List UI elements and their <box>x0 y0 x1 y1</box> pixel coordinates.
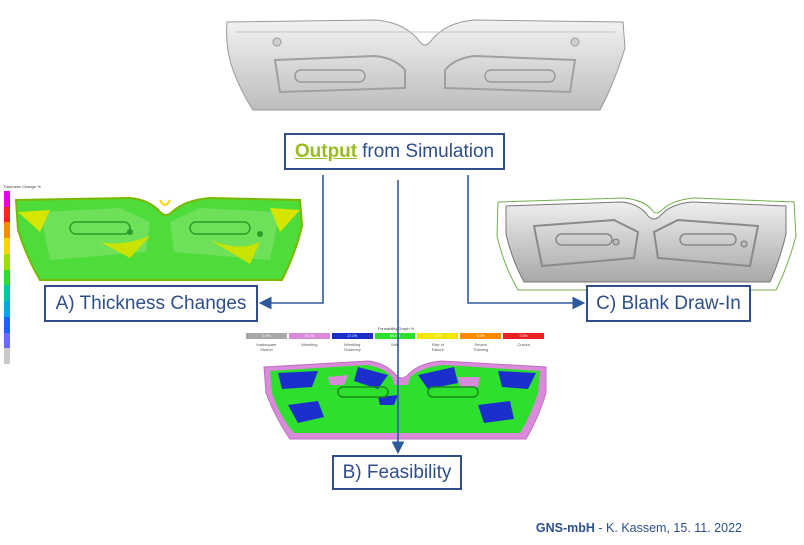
blank-draw-in-label: C) Blank Draw-In <box>596 292 741 314</box>
legend-swatch: 17.1% <box>331 333 373 339</box>
thickness-changes-box: A) Thickness Changes <box>44 285 258 322</box>
colorbar-segment <box>4 222 10 239</box>
thickness-colorbar <box>4 191 10 364</box>
colorbar-segment <box>4 269 10 286</box>
feasibility-legend-title: Formability Graph % <box>377 326 415 331</box>
feasibility-legend: Formability Graph % 0.0% Inadequate Stret… <box>246 326 546 352</box>
legend-swatch: 0.0% <box>246 333 287 339</box>
colorbar-segment <box>4 332 10 349</box>
feasibility-label: B) Feasibility <box>342 461 452 483</box>
feasibility-render <box>263 360 547 440</box>
legend-swatch: 0.0% <box>460 333 502 339</box>
footer-org: GNS-mbH <box>535 521 595 535</box>
colorbar-segment <box>4 191 10 207</box>
colorbar-segment <box>4 285 10 302</box>
legend-label: Severe Thinning <box>473 342 489 352</box>
feasibility-box: B) Feasibility <box>332 455 462 490</box>
legend-label: Wrinkling <box>301 342 318 347</box>
footer-rest: - K. Kassem, 15. 11. 2022 <box>594 521 742 535</box>
legend-swatch: 0.0% <box>417 333 459 339</box>
thickness-colorbar-title: Thickness Change % <box>3 184 41 189</box>
legend-label: Inadequate Stretch <box>256 342 277 352</box>
legend-label: Risk of Failure <box>431 342 444 352</box>
colorbar-segment <box>4 206 10 223</box>
legend-swatch: 59.6% <box>374 333 416 339</box>
legend-label: Safe <box>390 342 400 347</box>
colorbar-segment <box>4 238 10 254</box>
thickness-changes-label: A) Thickness Changes <box>55 292 247 314</box>
colorbar-segment <box>4 253 10 270</box>
colorbar-segment <box>4 316 10 333</box>
colorbar-segment <box>4 348 10 364</box>
blank-draw-in-render <box>496 197 797 291</box>
part-output-render <box>226 19 626 111</box>
output-rest-label: from Simulation <box>362 140 495 162</box>
legend-label: Wrinkling Tendency <box>343 342 361 352</box>
legend-swatch: 0.0% <box>503 333 544 339</box>
blank-draw-in-box: C) Blank Draw-In <box>586 285 751 322</box>
output-accent-label: Output <box>294 140 358 162</box>
colorbar-segment <box>4 301 10 317</box>
legend-label: Cracks <box>517 342 530 347</box>
footer-credit: GNS-mbH - K. Kassem, 15. 11. 2022 <box>536 521 742 535</box>
output-from-simulation-box: Output from Simulation <box>284 133 505 170</box>
legend-swatch: 23.3% <box>288 333 330 339</box>
thickness-change-render <box>14 196 304 281</box>
